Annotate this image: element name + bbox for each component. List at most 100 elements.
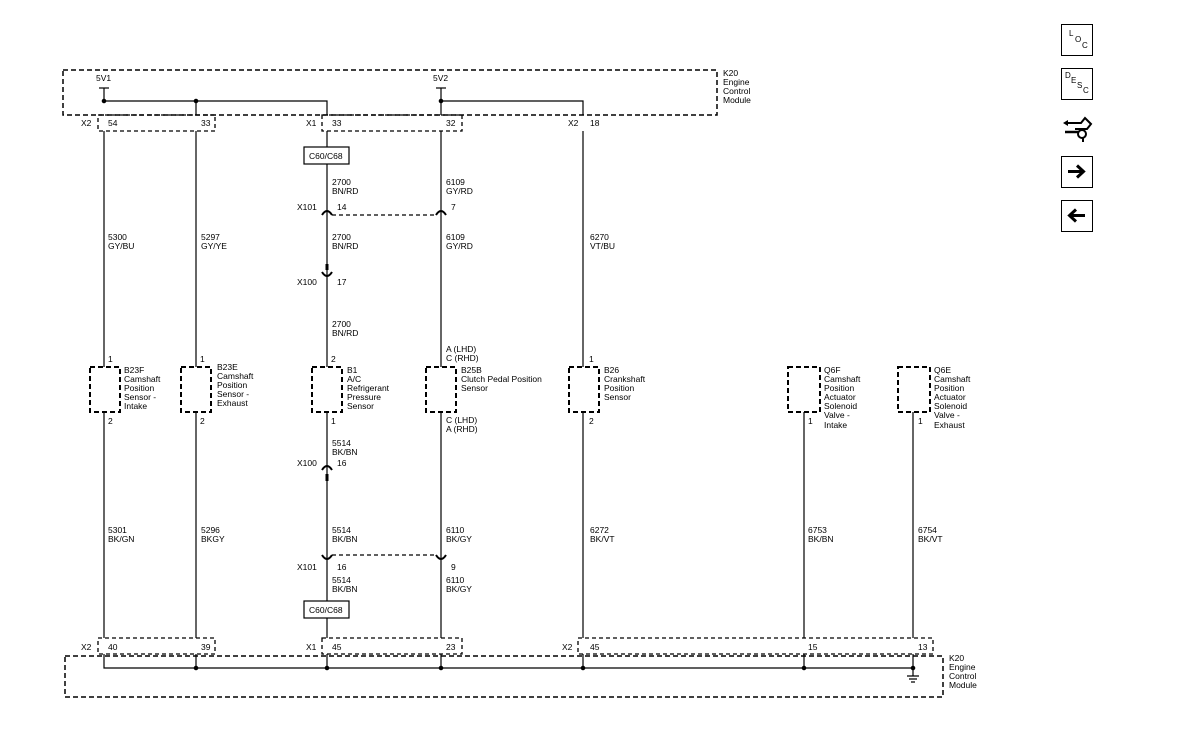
b23f-desc-2: Position xyxy=(124,383,155,393)
pin-13: 13 xyxy=(918,642,928,652)
b1-desc-2: Refrigerant xyxy=(347,383,390,393)
wire-5514c-num: 5514 xyxy=(332,575,351,585)
wire-6109-num: 6109 xyxy=(446,177,465,187)
ecm-bottom-desc-1: Engine xyxy=(949,662,976,672)
b1-pin-top: 2 xyxy=(331,354,336,364)
wire-2700-num: 2700 xyxy=(332,177,351,187)
q6e-desc-5: Valve - xyxy=(934,410,960,420)
supply-5v1: 5V1 xyxy=(96,73,111,83)
wire-2700c-num: 2700 xyxy=(332,319,351,329)
q6f-desc-1: Camshaft xyxy=(824,374,861,384)
b23e-pin-bottom: 2 xyxy=(200,416,205,426)
ecm-top-box xyxy=(62,69,718,116)
b26-desc-1: Crankshaft xyxy=(604,374,646,384)
q6f-id: Q6F xyxy=(824,365,841,375)
wire-6272-num: 6272 xyxy=(590,525,609,535)
wire-5301-color: BK/GN xyxy=(108,534,134,544)
wire-2700b-color: BN/RD xyxy=(332,241,358,251)
q6f-desc-5: Valve - xyxy=(824,410,850,420)
b23e-desc-1: Camshaft xyxy=(217,371,254,381)
c60-top-label: C60/C68 xyxy=(309,151,343,161)
ecm-bottom-box xyxy=(64,655,944,698)
wire-5514b-num: 5514 xyxy=(332,525,351,535)
b25b-desc-2: Sensor xyxy=(461,383,488,393)
next-button[interactable] xyxy=(1061,156,1093,188)
ecm-top-name: K20 xyxy=(723,68,738,78)
wire-5301-num: 5301 xyxy=(108,525,127,535)
pin-x101-14: 14 xyxy=(337,202,347,212)
desc-letter-2: E xyxy=(1071,76,1077,85)
conn-x100-top: X100 xyxy=(297,277,317,287)
pin-18: 18 xyxy=(590,118,600,128)
desc-letter-3: S xyxy=(1077,81,1083,90)
b1-desc-3: Pressure xyxy=(347,392,381,402)
b23f-id: B23F xyxy=(124,365,144,375)
wire-5514c-color: BK/BN xyxy=(332,584,358,594)
pin-32: 32 xyxy=(446,118,456,128)
b25b-box xyxy=(425,366,457,413)
pin-15: 15 xyxy=(808,642,818,652)
b26-desc-2: Position xyxy=(604,383,635,393)
b26-id: B26 xyxy=(604,365,619,375)
wire-6110b-color: BK/GY xyxy=(446,584,472,594)
wire-2700c-color: BN/RD xyxy=(332,328,358,338)
ecm-top-desc-2: Control xyxy=(723,86,751,96)
wire-6110a-num: 6110 xyxy=(446,525,465,535)
loc-button[interactable]: L O C xyxy=(1061,24,1093,56)
pin-x100-17: 17 xyxy=(337,277,347,287)
b25b-id: B25B xyxy=(461,365,482,375)
wire-6270-color: VT/BU xyxy=(590,241,615,251)
pin-33-x1: 33 xyxy=(332,118,342,128)
q6e-desc-6: Exhaust xyxy=(934,420,965,430)
conn-x2-top-b: X2 xyxy=(568,118,579,128)
conn-x1-top: X1 xyxy=(306,118,317,128)
connector-wrench-button[interactable] xyxy=(1061,112,1093,144)
desc-button[interactable]: D E S C xyxy=(1061,68,1093,100)
pin-54: 54 xyxy=(108,118,118,128)
b26-box xyxy=(568,366,600,413)
q6e-pin: 1 xyxy=(918,416,923,426)
b23f-pin-bottom: 2 xyxy=(108,416,113,426)
wire-5296-num: 5296 xyxy=(201,525,220,535)
b1-desc-1: A/C xyxy=(347,374,361,384)
pin-x101-7: 7 xyxy=(451,202,456,212)
pin-33-top: 33 xyxy=(201,118,211,128)
b23e-box xyxy=(180,366,212,413)
pin-x100-16: 16 xyxy=(337,458,347,468)
wire-6110a-color: BK/GY xyxy=(446,534,472,544)
wire-6754-color: BK/VT xyxy=(918,534,943,544)
back-button[interactable] xyxy=(1061,200,1093,232)
wire-6753-color: BK/BN xyxy=(808,534,834,544)
q6f-desc-2: Position xyxy=(824,383,855,393)
pin-45-x1: 45 xyxy=(332,642,342,652)
wire-6109b-color: GY/RD xyxy=(446,241,473,251)
pin-45-x2: 45 xyxy=(590,642,600,652)
supply-5v2: 5V2 xyxy=(433,73,448,83)
loc-letter-1: L xyxy=(1069,29,1074,38)
wire-5296-color: BKGY xyxy=(201,534,225,544)
c60-bottom-label: C60/C68 xyxy=(309,605,343,615)
wire-6109-color: GY/RD xyxy=(446,186,473,196)
b1-box xyxy=(311,366,343,413)
conn-x2-bottom: X2 xyxy=(81,642,92,652)
q6f-box xyxy=(787,366,821,413)
conn-x101-top: X101 xyxy=(297,202,317,212)
b25b-pin-top-rhd: C (RHD) xyxy=(446,353,479,363)
pin-40: 40 xyxy=(108,642,118,652)
b23e-pin-top: 1 xyxy=(200,354,205,364)
wire-2700-color: BN/RD xyxy=(332,186,358,196)
ecm-top-desc-3: Module xyxy=(723,95,751,105)
desc-letter-4: C xyxy=(1083,86,1089,95)
pin-23: 23 xyxy=(446,642,456,652)
wire-6754-num: 6754 xyxy=(918,525,937,535)
q6e-desc-4: Solenoid xyxy=(934,401,967,411)
b23f-box xyxy=(89,366,121,413)
q6e-desc-3: Actuator xyxy=(934,392,966,402)
wire-5514b-color: BK/BN xyxy=(332,534,358,544)
q6f-desc-4: Solenoid xyxy=(824,401,857,411)
b23f-desc-3: Sensor - xyxy=(124,392,156,402)
wire-6270-num: 6270 xyxy=(590,232,609,242)
pin-39: 39 xyxy=(201,642,211,652)
wire-6109b-num: 6109 xyxy=(446,232,465,242)
b23f-desc-1: Camshaft xyxy=(124,374,161,384)
